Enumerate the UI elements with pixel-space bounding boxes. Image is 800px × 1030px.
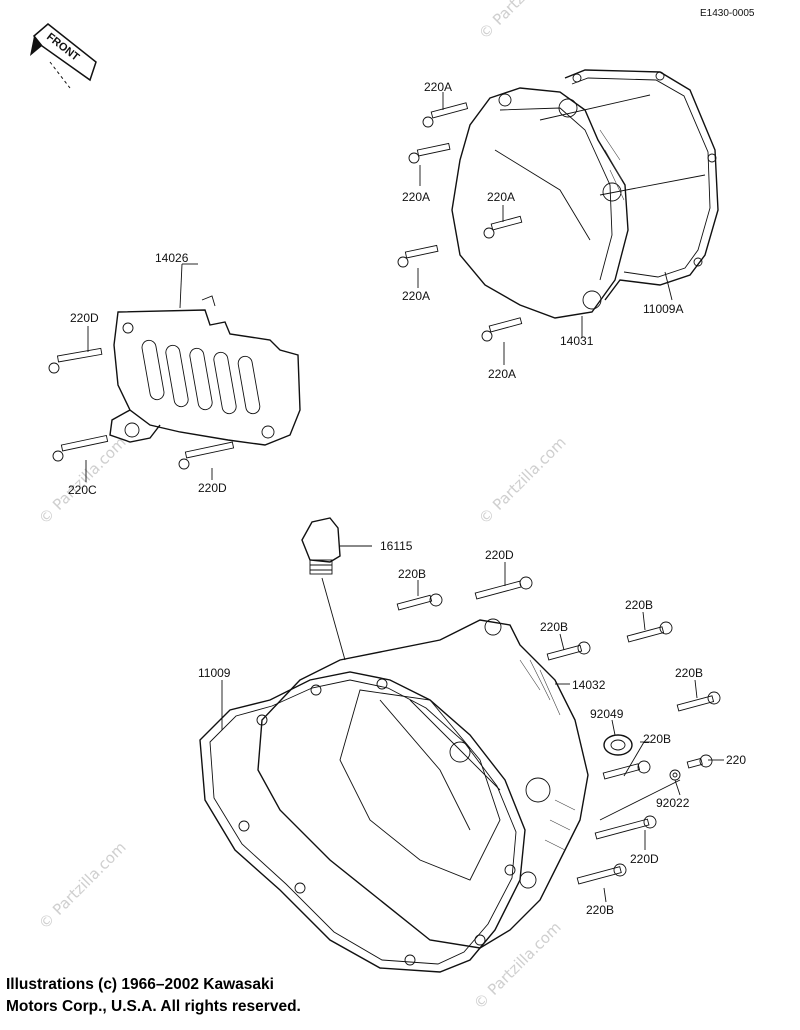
part-label-220B: 220B: [675, 666, 703, 680]
bolt-220B: [576, 863, 627, 885]
bolt-220A: [483, 215, 523, 239]
part-label-92049: 92049: [590, 707, 624, 721]
watermark: © Partzilla.com: [35, 433, 130, 528]
part-label-14032: 14032: [572, 678, 606, 692]
part-label-16115: 16115: [380, 539, 413, 553]
clutch-cover-gasket: [199, 671, 526, 973]
part-label-220D: 220D: [630, 852, 659, 866]
watermark: © Partzilla.com: [475, 433, 570, 528]
part-label-220B: 220B: [586, 903, 614, 917]
diagram-code: E1430-0005: [700, 8, 755, 19]
generator-cover-gasket: [564, 69, 719, 301]
part-label-11009A: 11009A: [643, 302, 683, 316]
part-label-11009: 11009: [198, 666, 231, 680]
leader-lines: [221, 562, 724, 903]
part-label-220B: 220B: [398, 567, 426, 581]
part-label-14026: 14026: [155, 251, 189, 265]
part-label-220B: 220B: [643, 732, 671, 746]
part-label-220A: 220A: [488, 367, 516, 381]
bolt-220D: [474, 576, 533, 600]
bolt-220: [686, 754, 713, 769]
bolt-220D: [594, 815, 657, 840]
copyright-line: Motors Corp., U.S.A. All rights reserved…: [6, 998, 301, 1015]
bolt-220D: [48, 347, 103, 374]
bolt-220D: [178, 441, 235, 470]
leader-line: [321, 577, 346, 661]
part-label-14031: 14031: [560, 334, 594, 348]
oil-filler-cap: [301, 517, 341, 575]
watermark-group: © Partzilla.com © Partzilla.com © Partzi…: [35, 0, 570, 1013]
bolt-220A: [422, 102, 469, 128]
part-label-220B: 220B: [625, 598, 653, 612]
bolt-220A: [408, 142, 451, 164]
part-label-220A: 220A: [402, 190, 430, 204]
bolt-220B: [626, 621, 673, 643]
part-label-220A: 220A: [402, 289, 430, 303]
generator-cover: [451, 87, 706, 319]
front-arrow-icon: FRONT: [30, 23, 97, 89]
part-label-220C: 220C: [68, 483, 97, 497]
bolt-220B: [676, 691, 721, 712]
sprocket-guard: [109, 295, 301, 446]
washer-92022: [669, 769, 681, 781]
bolt-220B: [396, 593, 443, 611]
oil-seal: [603, 734, 633, 756]
part-label-220D: 220D: [70, 311, 99, 325]
watermark: © Partzilla.com: [475, 0, 570, 43]
part-label-220D: 220D: [485, 548, 514, 562]
bolt-220B: [546, 641, 591, 661]
leader-lines: [85, 263, 213, 482]
bolt-220A: [397, 244, 439, 268]
part-label-220A: 220A: [424, 80, 452, 94]
bolt-220A: [481, 317, 523, 342]
part-label-220B: 220B: [540, 620, 568, 634]
part-label-220: 220: [726, 753, 746, 767]
copyright-notice: Illustrations (c) 1966–2002 Kawasaki Mot…: [6, 974, 426, 1018]
bolt-220B: [602, 760, 651, 780]
bolt-220C: [52, 434, 109, 462]
leader-lines: [417, 92, 673, 365]
part-label-92022: 92022: [656, 796, 690, 810]
copyright-line: Illustrations (c) 1966–2002 Kawasaki: [6, 976, 274, 993]
part-label-220A: 220A: [487, 190, 515, 204]
part-label-220D: 220D: [198, 481, 227, 495]
clutch-cover: [257, 618, 589, 949]
watermark: © Partzilla.com: [470, 918, 565, 1013]
watermark: © Partzilla.com: [35, 838, 130, 933]
